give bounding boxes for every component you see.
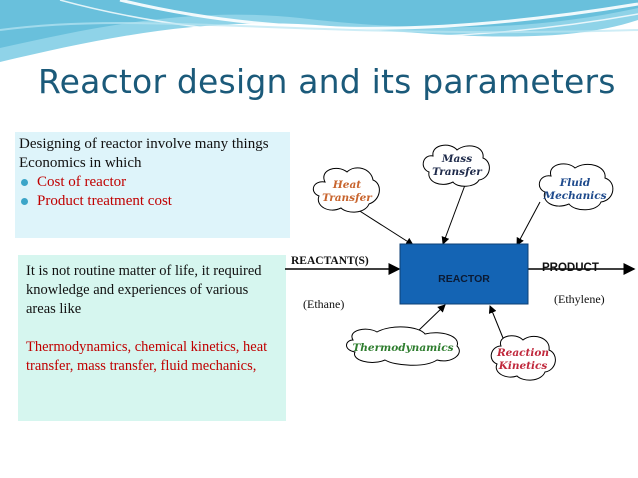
header-wave-decoration	[0, 0, 638, 62]
thermodynamics-cloud	[346, 326, 460, 366]
product-label: PRODUCT	[542, 262, 599, 274]
fluid-mechanics-cloud	[538, 163, 614, 211]
mass-transfer-cloud	[422, 144, 490, 187]
fluid-connector	[516, 201, 541, 246]
reaction-kinetics-cloud	[490, 335, 556, 381]
thermodynamics-label: Thermodynamics	[352, 342, 453, 354]
fluid-mechanics-line-2: Mechanics	[542, 190, 606, 202]
reactant-example: (Ethane)	[303, 297, 344, 311]
reaction-kinetics-line-2: Kinetics	[498, 360, 548, 372]
reactant-label: REACTANT(S)	[291, 255, 369, 267]
knowledge-box: It is not routine matter of life, it req…	[18, 255, 286, 421]
reactor-diagram: REACTOR REACTANT(S) (Ethane) PRODUCT (Et…	[285, 144, 636, 381]
bullet-label: Product treatment cost	[37, 193, 172, 209]
heat-connector	[354, 207, 414, 246]
reactor-box	[399, 243, 529, 305]
bullet-item: Product treatment cost	[19, 192, 286, 211]
bullet-label: Cost of reactor	[37, 174, 127, 190]
bullet-dot-icon	[21, 179, 28, 186]
mass-transfer-line-1: Mass	[441, 153, 472, 165]
intro-line-1: Designing of reactor involve many things	[19, 136, 269, 152]
intro-line-2: Economics in which	[19, 155, 142, 171]
product-example: (Ethylene)	[554, 292, 605, 306]
kinetics-connector	[488, 305, 504, 339]
thermo-connector	[416, 304, 446, 333]
mass-transfer-line-2: Transfer	[432, 166, 483, 178]
heat-transfer-line-1: Heat	[332, 179, 361, 191]
reaction-kinetics-line-1: Reaction	[496, 347, 549, 359]
bullet-item: Cost of reactor	[19, 173, 286, 192]
intro-box: Designing of reactor involve many things…	[15, 132, 290, 238]
heat-transfer-line-2: Transfer	[322, 192, 373, 204]
knowledge-text: It is not routine matter of life, it req…	[26, 263, 262, 317]
heat-transfer-cloud	[312, 167, 380, 213]
mass-connector	[441, 184, 466, 245]
bullet-dot-icon	[21, 198, 28, 205]
page-title: Reactor design and its parameters	[38, 62, 616, 101]
reactor-label: REACTOR	[438, 273, 490, 285]
knowledge-areas: Thermodynamics, chemical kinetics, heat …	[26, 339, 268, 374]
fluid-mechanics-line-1: Fluid	[559, 177, 591, 189]
